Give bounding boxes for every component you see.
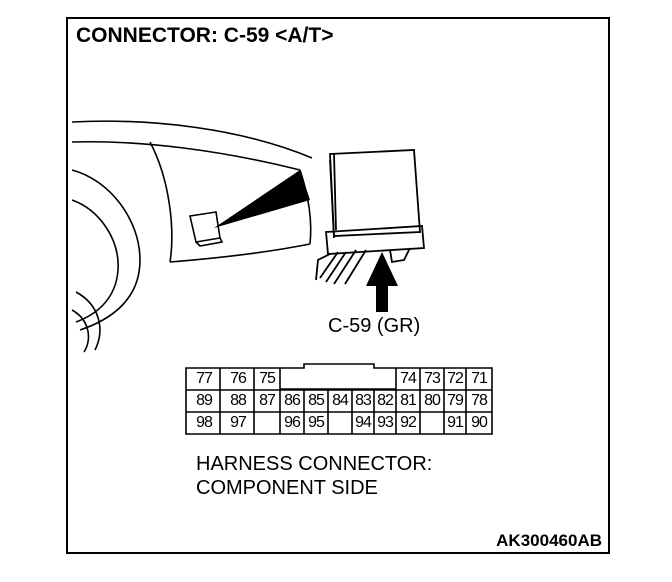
- harness-note: HARNESS CONNECTOR: COMPONENT SIDE: [196, 452, 432, 500]
- pin-84: 84: [332, 392, 349, 409]
- pin-81: 81: [400, 392, 417, 409]
- pin-90: 90: [471, 414, 488, 431]
- diagram-code: AK300460AB: [496, 531, 602, 550]
- pin-88: 88: [230, 392, 247, 409]
- pin-78: 78: [471, 392, 488, 409]
- pin-76: 76: [230, 370, 247, 387]
- pin-94: 94: [355, 414, 372, 431]
- pin-71: 71: [471, 370, 488, 387]
- pin-75: 75: [259, 370, 276, 387]
- diagram-frame: [66, 17, 610, 554]
- pin-95: 95: [308, 414, 325, 431]
- harness-note-line2: COMPONENT SIDE: [196, 477, 378, 499]
- pin-87: 87: [259, 392, 276, 409]
- connector-label: C-59 (GR): [328, 315, 421, 337]
- pin-98: 98: [196, 414, 213, 431]
- harness-note-line1: HARNESS CONNECTOR:: [196, 453, 433, 475]
- pin-91: 91: [447, 414, 464, 431]
- pin-93: 93: [377, 414, 394, 431]
- pin-82: 82: [377, 392, 394, 409]
- pin-79: 79: [447, 392, 464, 409]
- pin-97: 97: [230, 414, 247, 431]
- diagram-title: CONNECTOR: C-59 <A/T>: [76, 24, 334, 47]
- pin-74: 74: [400, 370, 417, 387]
- pin-72: 72: [447, 370, 464, 387]
- pin-96: 96: [284, 414, 301, 431]
- pin-73: 73: [424, 370, 441, 387]
- pin-85: 85: [308, 392, 325, 409]
- pin-86: 86: [284, 392, 301, 409]
- pin-83: 83: [355, 392, 372, 409]
- pin-80: 80: [424, 392, 441, 409]
- pin-89: 89: [196, 392, 213, 409]
- pin-77: 77: [196, 370, 213, 387]
- pin-92: 92: [400, 414, 417, 431]
